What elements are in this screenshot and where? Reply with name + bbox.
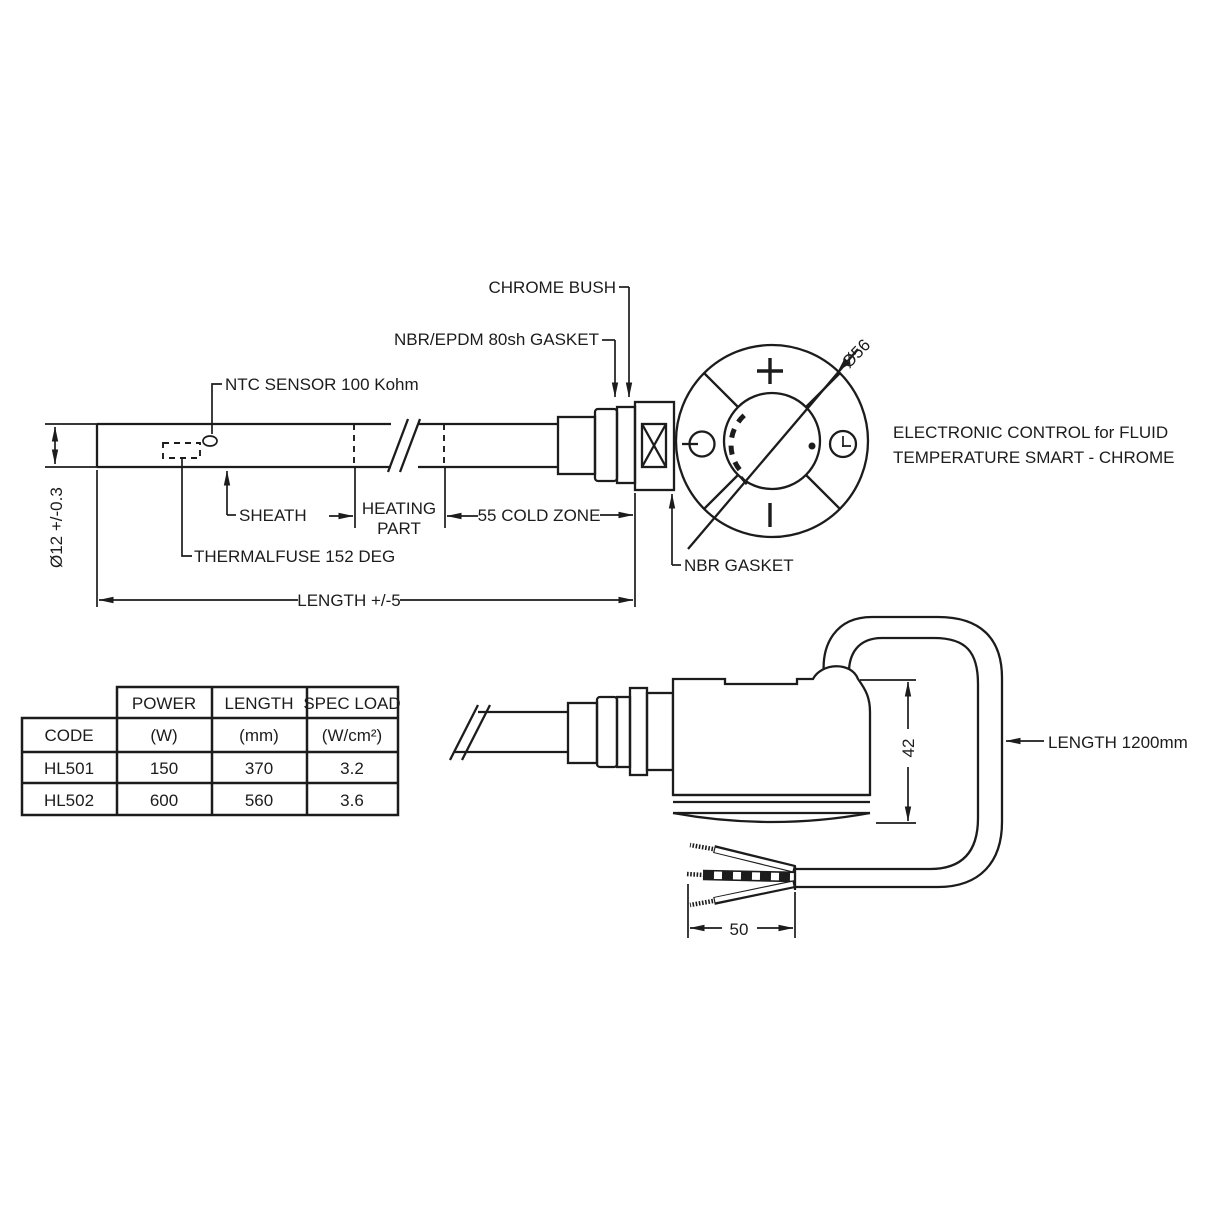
unit-wcm2: (W/cm²) [322, 726, 382, 745]
chrome-bezel-arc [672, 811, 871, 824]
break-lines [386, 418, 422, 473]
th-length: LENGTH [225, 694, 294, 713]
unit-w: (W) [150, 726, 177, 745]
wire-strip-dimension: 50 [687, 884, 796, 939]
knob-scale-arc [728, 413, 746, 473]
heating-part-label-1: HEATING [362, 499, 436, 518]
spec-table: POWER LENGTH SPEC LOAD CODE (W) (mm) (W/… [20, 685, 401, 817]
cell-power-hl502: 600 [150, 791, 178, 810]
plus-symbol [757, 358, 783, 384]
control-side-view: 42 LENGTH 1200mm 50 [448, 615, 1188, 939]
control-knob [722, 391, 822, 491]
diameter-callout-line [687, 348, 859, 550]
knob-min-tick [739, 476, 749, 485]
rod-diameter-text: Ø12 +/-0.3 [47, 487, 66, 568]
body-height-dimension: 42 [860, 679, 918, 824]
wire-top [689, 842, 796, 873]
nbr-gasket-label: NBR GASKET [684, 556, 794, 575]
cable-length-callout: LENGTH 1200mm [1005, 733, 1188, 752]
thermalfuse-outline [162, 442, 201, 459]
power-icon [682, 430, 716, 458]
ntc-sensor-dot [202, 435, 218, 447]
heater-rod [95, 418, 558, 473]
cable-wires [686, 842, 796, 908]
wire-strip-text: 50 [730, 920, 749, 939]
side-view-rod [448, 686, 675, 777]
top-view-labels: CHROME BUSH NBR/EPDM 80sh GASKET NTC SEN… [181, 278, 1174, 575]
control-description-1: ELECTRONIC CONTROL for FLUID [893, 423, 1168, 442]
chrome-bush-label: CHROME BUSH [488, 278, 616, 297]
heater-top-view: CHROME BUSH NBR/EPDM 80sh GASKET NTC SEN… [45, 278, 1174, 610]
knob-indicator-dot [808, 442, 816, 450]
overall-length-dimension: LENGTH +/-5 [96, 470, 636, 610]
sheath-label: SHEATH [239, 506, 307, 525]
overall-length-text: LENGTH +/-5 [297, 591, 400, 610]
th-power: POWER [132, 694, 196, 713]
cell-spec-hl501: 3.2 [340, 759, 364, 778]
break-lines [448, 704, 492, 761]
chrome-bush-assembly [556, 400, 676, 492]
timer-clock-icon [828, 429, 858, 459]
cell-power-hl501: 150 [150, 759, 178, 778]
wire-earth [686, 869, 796, 883]
cable-length-text: LENGTH 1200mm [1048, 733, 1188, 752]
control-face [674, 343, 870, 550]
ntc-sensor-label: NTC SENSOR 100 Kohm [225, 375, 419, 394]
th-code: CODE [44, 726, 93, 745]
table-row: HL502 600 560 3.6 [44, 791, 364, 810]
heating-part-label-2: PART [377, 519, 421, 538]
th-specload: SPEC LOAD [303, 694, 400, 713]
wire-bottom [689, 880, 796, 908]
table-row: HL501 150 370 3.2 [44, 759, 364, 778]
nbr-epdm-gasket-label: NBR/EPDM 80sh GASKET [394, 330, 599, 349]
heating-zone-boundaries [353, 424, 445, 467]
body-height-text: 42 [899, 739, 918, 758]
control-body [671, 665, 872, 824]
cold-zone-label: 55 COLD ZONE [478, 506, 601, 525]
cell-length-hl501: 370 [245, 759, 273, 778]
control-outer-ring [674, 343, 870, 539]
cell-spec-hl502: 3.6 [340, 791, 364, 810]
unit-mm: (mm) [239, 726, 279, 745]
cell-code-hl501: HL501 [44, 759, 94, 778]
cell-length-hl502: 560 [245, 791, 273, 810]
thermalfuse-label: THERMALFUSE 152 DEG [194, 547, 395, 566]
rod-diameter-dimension: Ø12 +/-0.3 [45, 423, 97, 568]
cell-code-hl502: HL502 [44, 791, 94, 810]
gasket-section-box [640, 422, 668, 469]
diameter-arrowhead [838, 358, 851, 371]
control-description-2: TEMPERATURE SMART - CHROME [893, 448, 1174, 467]
